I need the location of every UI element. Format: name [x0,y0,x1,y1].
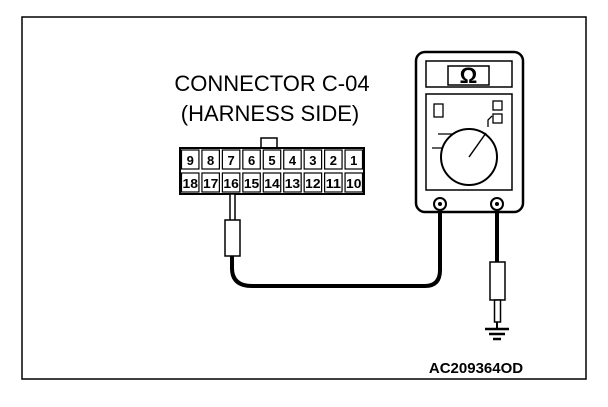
connector-pin-label: 3 [309,153,316,168]
connector-pin-cell [221,172,241,193]
connector-pin-cell [283,149,302,170]
ground-probe-handle [489,261,506,301]
connector-pin-cell [242,149,261,170]
ohmmeter-button-top-right [492,100,503,111]
connector-probe-tip [229,193,236,223]
connector-pin-label: 2 [330,153,337,168]
connector-probe [224,193,241,257]
ohm-symbol-icon: Ω [460,63,478,88]
connector-probe-handle [224,219,241,257]
connector-pin-cell [324,172,343,193]
connector-pin-label: 1 [350,153,357,168]
ohmmeter-button-right [492,113,503,124]
connector-pin-label: 14 [264,176,280,191]
connector-pin-label: 12 [305,176,320,191]
connector-pin-cell [303,149,323,170]
connector-pin-label: 18 [183,176,198,191]
connector-pin-cell [344,149,364,170]
connector-pin-cell [324,149,343,170]
connector-pin-cell [201,172,220,193]
ohmmeter-dial-pointer [468,132,487,158]
connector-pin-cell [221,149,241,170]
ohmmeter-button-left [433,103,444,118]
figure-code: AC209364OD [429,360,523,377]
connector-pin-label: 11 [326,176,341,191]
connector-pin-label: 13 [285,176,300,191]
ohmmeter-symbol-box [447,65,490,86]
connector-pin-label: 16 [223,176,238,191]
connector-pin-cell [262,149,282,170]
connector-pin-label: 17 [203,176,218,191]
ground-probe-tip [493,299,502,323]
connector-pin-label: 10 [346,176,361,191]
test-lead-connector-to-meter [230,206,442,288]
ohmmeter: Ω [414,50,525,214]
ground-probe [489,261,506,323]
connector-pin-cell [201,149,220,170]
ohmmeter-jack-com-center [438,202,442,206]
connector-pin-cell [303,172,323,193]
connector-pin-label: 7 [227,153,234,168]
connector-pin-label: 15 [244,176,259,191]
connector-pin-label: 9 [187,153,194,168]
ground-icon [485,322,509,341]
ohmmeter-jack-input-center [495,202,499,206]
connector-pin-cell [242,172,261,193]
connector-pin-cell [283,172,302,193]
connector-pin-label: 5 [268,153,275,168]
connector-title: CONNECTOR C-04 [174,71,369,96]
connector-pin-cell [344,172,364,193]
connector-subtitle: (HARNESS SIDE) [181,101,359,126]
connector-pin-cell [180,172,200,193]
connector-pin-label: 4 [289,153,297,168]
figure-frame [21,16,587,380]
connector-pin-cell [180,149,200,170]
connector-pin-cell [262,172,282,193]
connector-pin-label: 8 [207,153,214,168]
connector-pin-label: 6 [248,153,255,168]
